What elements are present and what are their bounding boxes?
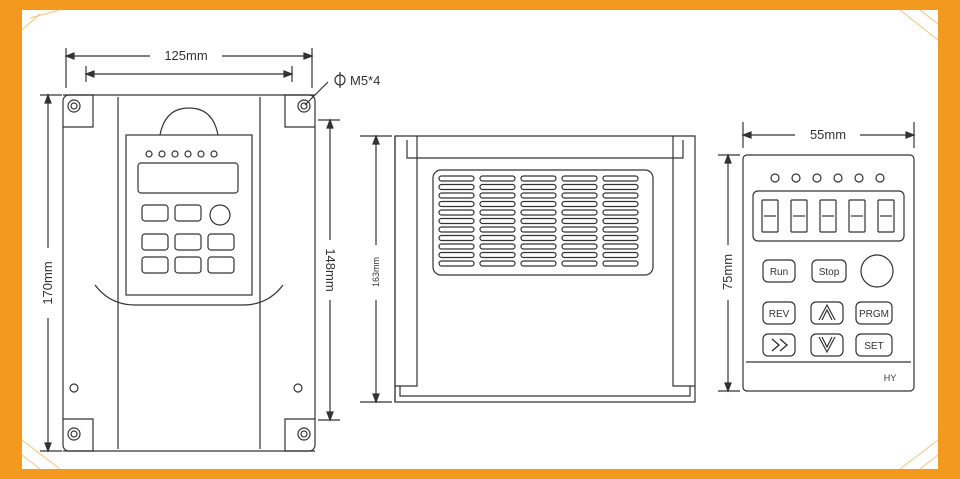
vent-slot <box>438 226 475 233</box>
vent-slot <box>438 251 475 259</box>
vent-slot <box>520 243 557 250</box>
vent-slot <box>561 192 598 199</box>
vent-slot <box>520 200 557 208</box>
vent-slot <box>602 192 639 199</box>
rev-button[interactable]: REV <box>769 309 790 320</box>
vent-slot <box>602 226 639 233</box>
front-height-label: 170mm <box>40 261 55 304</box>
front-view <box>40 48 346 453</box>
vent-slot <box>602 209 639 216</box>
keypad-view <box>718 122 916 393</box>
vent-slot <box>438 175 475 182</box>
stop-button-frame <box>811 259 847 283</box>
vent-slot <box>520 234 557 242</box>
vent-slot <box>438 243 475 250</box>
vent-slot <box>520 226 557 233</box>
vent-slot <box>602 200 639 208</box>
vent-slot <box>561 260 598 267</box>
hole-label: M5*4 <box>350 73 380 88</box>
vent-slot <box>602 183 639 191</box>
vent-slot <box>479 234 516 242</box>
vent-slot <box>520 251 557 259</box>
vent-slot <box>520 260 557 267</box>
vent-slot <box>479 243 516 250</box>
run-button[interactable]: Run <box>770 267 788 278</box>
vent-slot <box>602 251 639 259</box>
vent-slot <box>438 217 475 225</box>
keypad-width-label: 55mm <box>810 127 846 142</box>
vent-slot <box>479 251 516 259</box>
vent-slot <box>602 217 639 225</box>
set-button[interactable]: SET <box>864 341 883 352</box>
display-digit <box>877 199 895 233</box>
vent-slot <box>602 260 639 267</box>
vent-slots <box>438 175 639 267</box>
side-view <box>360 134 696 404</box>
front-width-label: 125mm <box>164 48 207 63</box>
stop-button[interactable]: Stop <box>819 267 840 278</box>
vent-slot <box>479 175 516 182</box>
vent-slot <box>438 192 475 199</box>
up-arrow-icon <box>818 303 836 321</box>
vent-slot <box>438 260 475 267</box>
vent-slot <box>561 226 598 233</box>
vent-slot <box>438 209 475 216</box>
vent-slot <box>438 234 475 242</box>
brand-label: HY <box>884 373 897 383</box>
vent-slot <box>479 209 516 216</box>
display-digit <box>761 199 779 233</box>
vent-slot <box>561 209 598 216</box>
vent-slot <box>602 175 639 182</box>
vent-slot <box>479 192 516 199</box>
side-height-label: 163mm <box>371 257 381 287</box>
seven-segment-display <box>761 199 895 233</box>
vent-slot <box>479 183 516 191</box>
display-digit <box>819 199 837 233</box>
prgm-button[interactable]: PRGM <box>859 309 889 320</box>
keypad-height-label: 75mm <box>720 254 735 290</box>
down-arrow-icon <box>818 336 836 354</box>
vent-slot <box>520 209 557 216</box>
vent-slot <box>602 243 639 250</box>
run-button-frame <box>762 259 796 283</box>
vent-slot <box>602 234 639 242</box>
vent-slot <box>561 183 598 191</box>
vent-slot <box>561 243 598 250</box>
vent-slot <box>561 217 598 225</box>
double-chevron-right-icon <box>771 338 789 352</box>
vent-slot <box>479 217 516 225</box>
vent-slot <box>479 260 516 267</box>
potentiometer-knob-icon <box>860 254 894 288</box>
vent-slot <box>479 200 516 208</box>
vent-slot <box>438 200 475 208</box>
vent-slot <box>520 175 557 182</box>
vent-slot <box>561 175 598 182</box>
display-digit <box>848 199 866 233</box>
display-digit <box>790 199 808 233</box>
vent-slot <box>561 200 598 208</box>
vent-slot <box>561 234 598 242</box>
vent-slot <box>438 183 475 191</box>
vent-slot <box>520 217 557 225</box>
front-inner-height-label: 148mm <box>323 248 338 291</box>
vent-slot <box>479 226 516 233</box>
vent-slot <box>520 183 557 191</box>
vent-slot <box>520 192 557 199</box>
vent-slot <box>561 251 598 259</box>
